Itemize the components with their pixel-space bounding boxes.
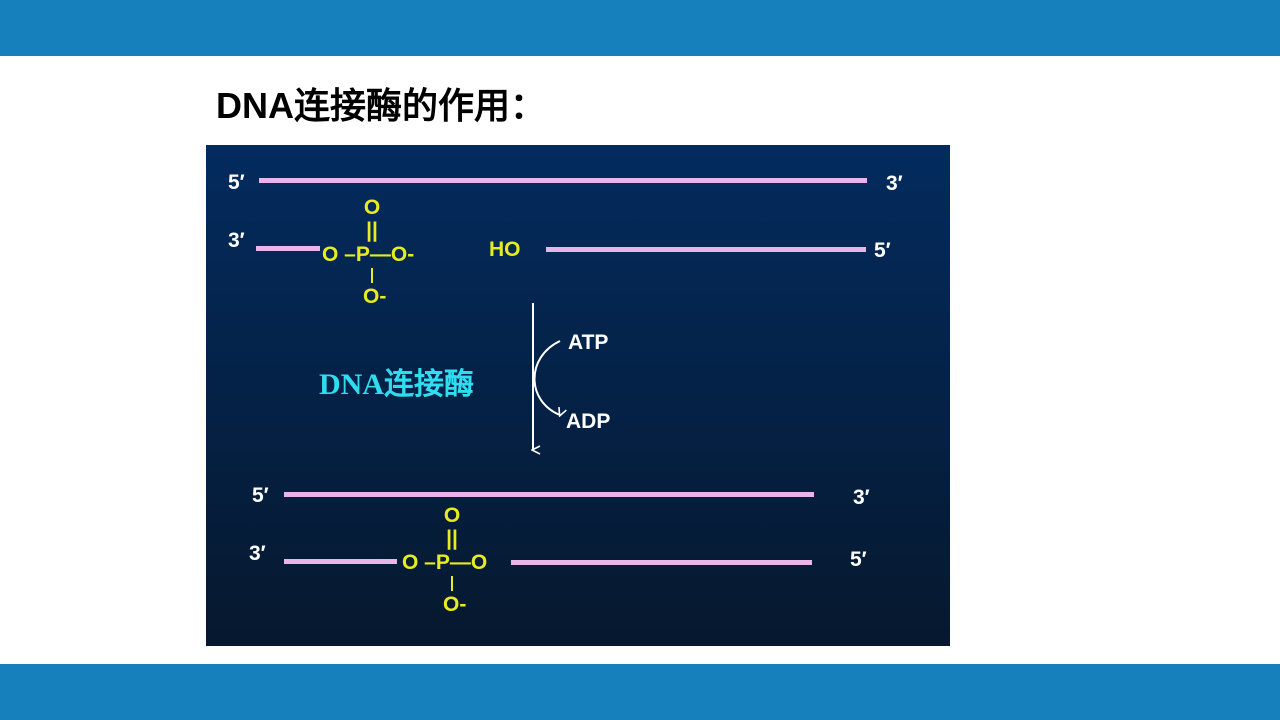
before-phosphate-group: O || O –P—O- O- — [322, 196, 414, 308]
after-phosphodiester-group: O || O –P—O O- — [402, 504, 487, 616]
diagram-canvas: 5′ 3′ 3′ O || O –P—O- O- HO 5′ ATP ADP D… — [206, 145, 950, 646]
bottom-footer-band — [0, 664, 1280, 720]
after-phosphate-center: O –P—O — [402, 551, 487, 574]
before-bottom-left-3prime-label: 3′ — [228, 229, 245, 252]
before-top-strand-5prime-label: 5′ — [228, 171, 245, 194]
diagram-background — [206, 145, 950, 646]
adp-label: ADP — [566, 410, 610, 433]
before-bottom-left-strand — [256, 246, 320, 251]
after-phosphate-single-bond — [451, 576, 453, 591]
enzyme-label-dna-ligase: DNA连接酶 — [319, 368, 474, 401]
before-phosphate-bottom-oxygen: O- — [363, 285, 386, 308]
after-phosphate-top-oxygen: O — [444, 504, 460, 527]
after-bottom-strand-left — [284, 559, 397, 564]
after-top-strand-3prime-label: 3′ — [853, 486, 870, 509]
before-phosphate-double-bond: || — [366, 219, 378, 242]
after-top-strand-5prime-label: 5′ — [252, 484, 269, 507]
before-top-strand — [259, 178, 867, 183]
before-hydroxyl-group: HO — [489, 238, 521, 261]
before-bottom-right-strand — [546, 247, 866, 252]
before-phosphate-single-bond — [371, 268, 373, 283]
after-top-strand — [284, 492, 814, 497]
atp-to-adp-curved-arrow — [533, 340, 561, 415]
top-header-band — [0, 0, 1280, 56]
after-bottom-strand-right — [511, 560, 812, 565]
atp-label: ATP — [568, 331, 608, 354]
after-bottom-strand-3prime-label: 3′ — [249, 542, 266, 565]
page-title: DNA连接酶的作用： — [216, 85, 546, 126]
before-phosphate-center: O –P—O- — [322, 243, 414, 266]
after-phosphate-double-bond: || — [446, 527, 458, 550]
before-phosphate-top-oxygen: O — [364, 196, 380, 219]
before-top-strand-3prime-label: 3′ — [886, 172, 903, 195]
after-phosphate-bottom-oxygen: O- — [443, 593, 466, 616]
dna-ligase-diagram: 5′ 3′ 3′ O || O –P—O- O- HO 5′ ATP ADP D… — [206, 145, 950, 646]
after-bottom-strand-5prime-label: 5′ — [850, 548, 867, 571]
before-bottom-right-5prime-label: 5′ — [874, 239, 891, 262]
